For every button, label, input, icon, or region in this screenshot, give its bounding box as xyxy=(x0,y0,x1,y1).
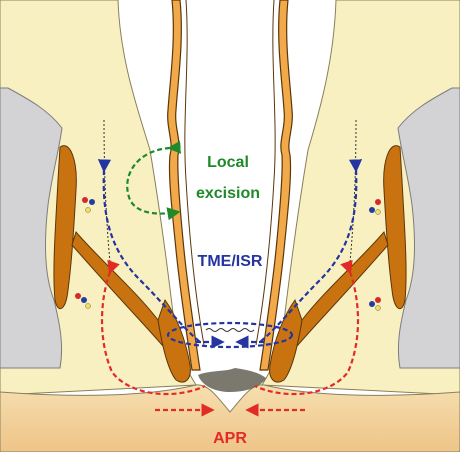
left-lumen-line xyxy=(184,0,205,346)
perineal-skin xyxy=(0,384,460,452)
wavy-line xyxy=(205,328,255,332)
right-upper-vessels xyxy=(369,199,381,215)
label-local-line2: excision xyxy=(196,185,260,202)
tme-right-arrow xyxy=(259,159,363,343)
right-obturator-muscle xyxy=(383,145,407,310)
right-pelvic-bone xyxy=(397,87,460,369)
apr-right-arrow xyxy=(254,259,360,396)
left-pelvic-bone xyxy=(0,87,63,369)
right-rectal-wall xyxy=(259,0,293,371)
left-lower-vessels xyxy=(75,293,91,309)
left-fascia-line xyxy=(103,119,111,263)
tme-left-arrow xyxy=(97,159,201,343)
apr-left-arrow xyxy=(100,259,206,396)
left-upper-vessels xyxy=(82,197,95,213)
tme-anal-loop xyxy=(166,321,294,349)
label-local-line1: Local xyxy=(207,154,249,171)
left-rectal-wall xyxy=(167,0,201,371)
label-tme-isr: TME/ISR xyxy=(198,253,263,270)
right-lower-vessels xyxy=(369,297,381,311)
right-fascia-line xyxy=(349,119,357,263)
left-obturator-muscle xyxy=(53,145,77,310)
label-apr: APR xyxy=(213,430,247,447)
right-lumen-line xyxy=(255,0,276,346)
tumor xyxy=(198,368,266,392)
